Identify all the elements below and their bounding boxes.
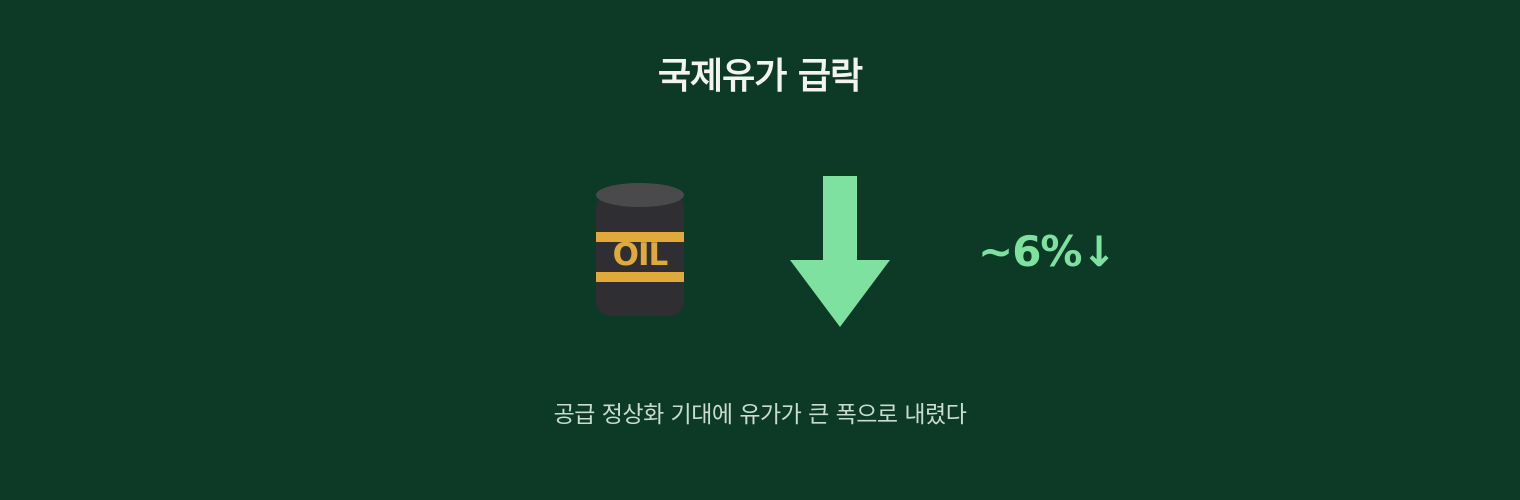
- down-arrow-icon: [790, 176, 890, 327]
- barrel-lid: [596, 183, 684, 207]
- barrel-band-top: [596, 232, 684, 242]
- down-arrow-shape: [790, 176, 890, 327]
- barrel-band-bottom: [596, 272, 684, 282]
- change-value: ~6%↓: [978, 227, 1117, 276]
- caption: 공급 정상화 기대에 유가가 큰 폭으로 내렸다: [553, 402, 967, 428]
- barrel-label: OIL: [613, 237, 668, 273]
- page-title: 국제유가 급락: [657, 56, 863, 97]
- barrel-body: [596, 194, 684, 316]
- oil-barrel-icon: OIL: [596, 183, 684, 316]
